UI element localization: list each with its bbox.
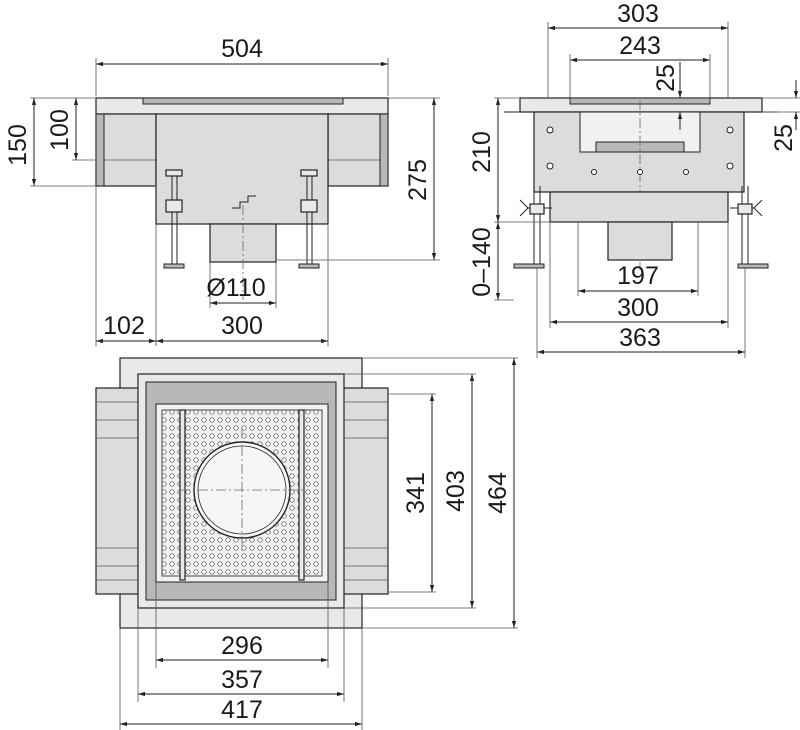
side-right-foot (730, 186, 769, 269)
front-view: 504 150 100 275 Ø110 102 300 (4, 35, 440, 346)
dim-front-height-outer: 150 (4, 124, 32, 166)
dim-side-outlet-width: 197 (617, 262, 659, 290)
dim-top-grate-height: 341 (402, 472, 430, 514)
dim-top-frame-width: 357 (221, 666, 263, 694)
dim-side-body-width: 300 (617, 294, 659, 322)
front-symbol (232, 195, 256, 209)
dim-side-flange-thickness: 25 (770, 124, 798, 152)
front-right-wing (327, 113, 389, 187)
dim-front-height-total: 275 (404, 159, 432, 201)
side-bolts (546, 126, 734, 175)
dim-top-frame-height: 403 (442, 470, 470, 512)
front-left-wing (95, 113, 157, 187)
dim-side-body-height: 210 (468, 131, 496, 173)
side-outlet (607, 221, 673, 261)
front-right-foot (298, 169, 320, 269)
front-grate-edge (142, 97, 344, 105)
dim-top-outer-height: 464 (484, 472, 512, 514)
dim-side-feet-span: 363 (619, 324, 661, 352)
front-body (155, 113, 329, 225)
top-view: 296 357 417 341 403 464 (95, 357, 518, 730)
dim-side-foot-adjust: 0–140 (468, 227, 496, 297)
dim-side-depth-small: 25 (652, 64, 680, 92)
front-left-foot (163, 169, 185, 269)
dim-front-width-total: 504 (221, 35, 263, 63)
side-view: 303 243 25 25 210 0–140 197 30 (468, 0, 800, 358)
side-left-foot (513, 186, 552, 269)
side-lower-body (549, 191, 729, 223)
dim-front-offset: 102 (103, 312, 145, 340)
dim-front-body-width: 300 (221, 312, 263, 340)
top-grate-bar-right (298, 409, 305, 581)
dim-front-outlet-diameter: Ø110 (206, 274, 265, 302)
dim-side-inner-width: 243 (619, 32, 661, 60)
dim-front-height-inner: 100 (46, 109, 74, 151)
dim-top-grate-width: 296 (221, 632, 263, 660)
top-grate-bar-left (179, 409, 186, 581)
dim-top-outer-width: 417 (221, 696, 263, 724)
dim-side-flange-width: 303 (617, 0, 659, 28)
